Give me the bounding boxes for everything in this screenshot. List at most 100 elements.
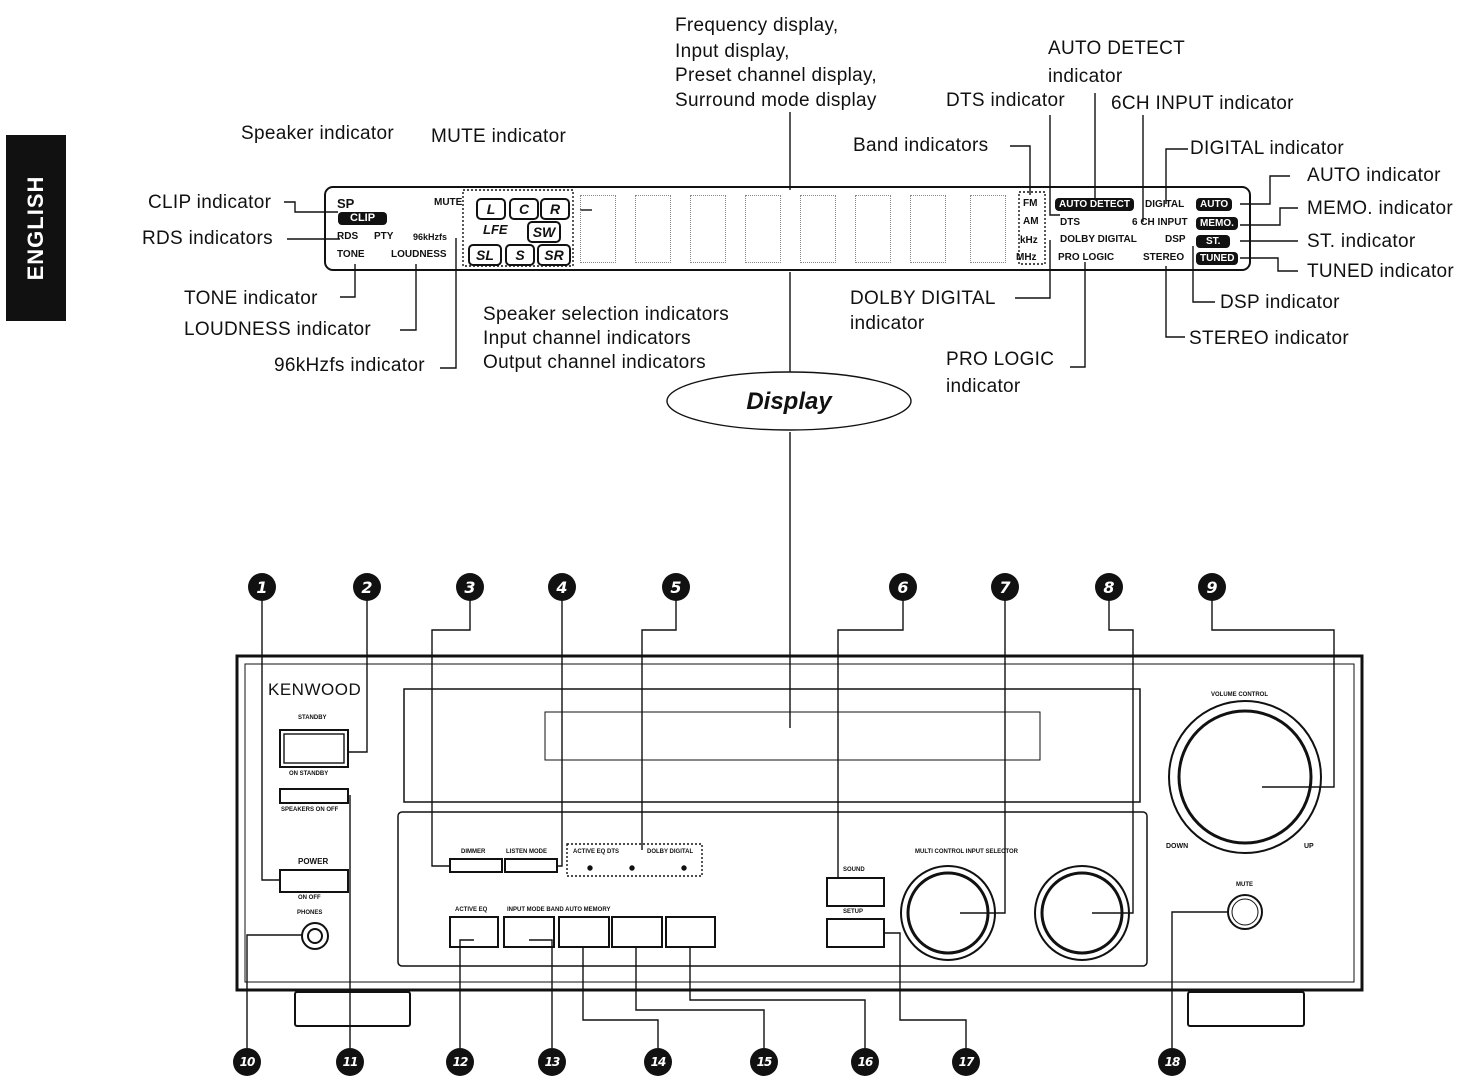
vfd-tone: TONE [337,249,365,260]
callout-number: 13 [538,1048,566,1076]
segment-digit [745,195,781,263]
band-box-outline [1018,191,1046,265]
vfd-pro-logic: PRO LOGIC [1058,252,1115,263]
vfd-pty: PTY [374,231,394,242]
callout-number: 7 [991,573,1019,601]
callout-96khz: 96kHzfs indicator [274,355,425,376]
callout-number: 1 [248,573,276,601]
callout-dsp: DSP indicator [1220,292,1340,313]
vfd-dts: DTS [1060,217,1080,228]
vfd-ch-l: L [476,198,506,220]
setup-button [826,918,885,948]
callout-frequency-3: Preset channel display, [675,65,877,86]
callout-speaker: Speaker indicator [241,123,394,144]
callout-number: 10 [233,1048,261,1076]
on-standby-label: ON STANDBY [289,771,329,777]
vfd-auto: AUTO [1196,198,1233,211]
callout-pro-logic-1: PRO LOGIC [946,349,1055,370]
segment-digit [635,195,671,263]
vfd-ch-sw: SW [527,221,561,243]
dimmer-label: DIMMER [461,849,486,855]
on-off-label: ON OFF [298,895,321,901]
callout-auto-detect-1: AUTO DETECT [1048,38,1186,59]
lower-panel [397,811,1148,967]
vfd-6ch: 6 CH INPUT [1132,217,1188,228]
callout-number: 5 [662,573,690,601]
callout-tone: TONE indicator [184,288,318,309]
vfd-outline [324,186,1251,271]
callout-number: 8 [1095,573,1123,601]
callout-number: 15 [750,1048,778,1076]
vfd-lfe: LFE [483,222,508,237]
vfd-mhz: MHz [1016,252,1037,263]
vfd-dsp: DSP [1165,234,1186,245]
power-button [279,869,349,893]
standby-label: STANDBY [298,715,327,721]
callout-number: 6 [889,573,917,601]
callout-st: ST. indicator [1307,231,1416,252]
vfd-digital: DIGITAL [1145,199,1185,210]
vfd-ch-sr: SR [537,244,571,266]
display-title: Display [746,388,832,415]
mute-label: MUTE [1236,882,1253,888]
vfd-khz: kHz [1020,235,1038,246]
callout-speaker-selection-1: Speaker selection indicators [483,304,730,325]
segment-digit [855,195,891,263]
callout-speaker-selection-2: Input channel indicators [483,328,691,349]
dimmer-button [449,858,503,873]
vfd-st: ST. [1196,235,1231,248]
callout-auto: AUTO indicator [1307,165,1441,186]
vfd-96khz: 96kHzfs [413,232,448,242]
callout-number: 9 [1198,573,1226,601]
callout-auto-detect-2: indicator [1048,66,1123,87]
callout-number: 18 [1158,1048,1186,1076]
phones-label: PHONES [297,910,323,916]
auto-button [611,916,663,948]
listen-mode-button [504,858,558,873]
callout-loudness: LOUDNESS indicator [184,319,372,340]
callout-frequency-2: Input display, [675,41,790,62]
active-eq-button [449,916,499,948]
power-label: POWER [298,857,329,866]
mute-button [1227,894,1263,930]
speakers-label: SPEAKERS ON OFF [281,807,339,813]
vfd-mute: MUTE [434,197,463,208]
callout-number: 2 [353,573,381,601]
segment-digit [690,195,726,263]
speakers-button [279,788,349,804]
listen-mode-label: LISTEN MODE [506,849,548,855]
vfd-rds: RDS [337,231,359,242]
callout-stereo: STEREO indicator [1189,328,1350,349]
phones-jack [301,922,329,950]
callout-tuned: TUNED indicator [1307,261,1455,282]
callout-memo: MEMO. indicator [1307,198,1453,219]
vfd-ch-sl: SL [468,244,502,266]
vfd-ch-c: C [509,198,539,220]
setup-label: SETUP [843,909,864,915]
callout-dts: DTS indicator [946,90,1065,111]
right-foot [1187,991,1305,1027]
vfd-memo: MEMO. [1196,217,1238,230]
callout-dolby-2: indicator [850,313,925,334]
segment-digit [800,195,836,263]
callout-number: 16 [851,1048,879,1076]
standby-button [279,729,349,768]
callout-6ch: 6CH INPUT indicator [1111,93,1294,114]
active-eq-dts-label: ACTIVE EQ DTS [573,849,620,855]
input-mode-row-label: INPUT MODE BAND AUTO MEMORY [507,907,611,913]
callout-dolby-1: DOLBY DIGITAL [850,288,996,309]
down-label: DOWN [1166,843,1189,850]
callout-pro-logic-2: indicator [946,376,1021,397]
callout-number: 14 [644,1048,672,1076]
vfd-dolby: DOLBY DIGITAL [1060,234,1137,245]
channel-box-outline [462,189,574,267]
callout-speaker-selection-3: Output channel indicators [483,352,706,373]
vfd-fm: FM [1023,198,1038,209]
vfd-ch-r: R [540,198,570,220]
memory-button [665,916,716,948]
receiver-body [235,654,1364,992]
callout-number: 3 [456,573,484,601]
sound-button [826,877,885,907]
